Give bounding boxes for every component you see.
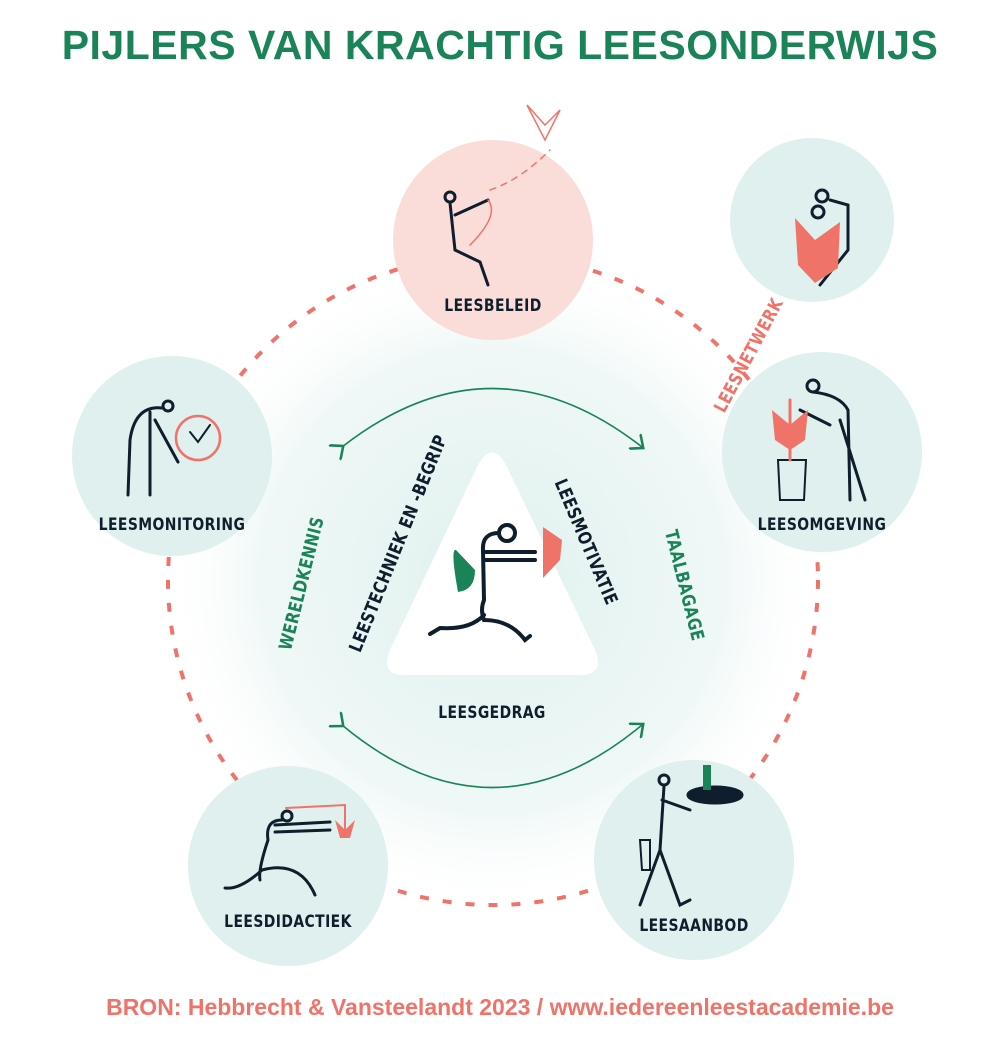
label-leesdidactiek: LEESDIDACTIEK (224, 912, 352, 932)
circle-leesnetwerk (730, 138, 894, 302)
label-leesgedrag: LEESGEDRAG (438, 703, 546, 723)
magnifier-figure-icon (126, 399, 222, 497)
bottom-arrow (342, 725, 642, 789)
label-leesbeleid: LEESBELEID (444, 296, 542, 316)
circle-leesaanbod (594, 760, 794, 960)
label-leesaanbod: LEESAANBOD (639, 916, 749, 936)
circle-leesomgeving (722, 352, 922, 552)
circle-leesdidactiek (188, 766, 388, 966)
label-leesomgeving: LEESOMGEVING (757, 515, 887, 535)
source-footer: BRON: Hebbrecht & Vansteelandt 2023 / ww… (106, 994, 894, 1020)
running-reader-icon (223, 803, 355, 897)
page-title: PIJLERS VAN KRACHTIG LEESONDERWIJS (61, 22, 939, 68)
network-figures-icon (795, 188, 850, 287)
tray-figure-icon (638, 765, 744, 908)
circle-leesbeleid (393, 140, 593, 340)
top-arrow (342, 387, 642, 448)
kite-figure-icon (443, 104, 561, 287)
reader-figure (428, 523, 562, 643)
dashed-ring (166, 253, 820, 907)
plant-figure-icon (772, 378, 867, 502)
circle-leesmonitoring (72, 356, 272, 556)
label-leesmonitoring: LEESMONITORING (98, 515, 246, 535)
center-triangle (387, 452, 598, 675)
